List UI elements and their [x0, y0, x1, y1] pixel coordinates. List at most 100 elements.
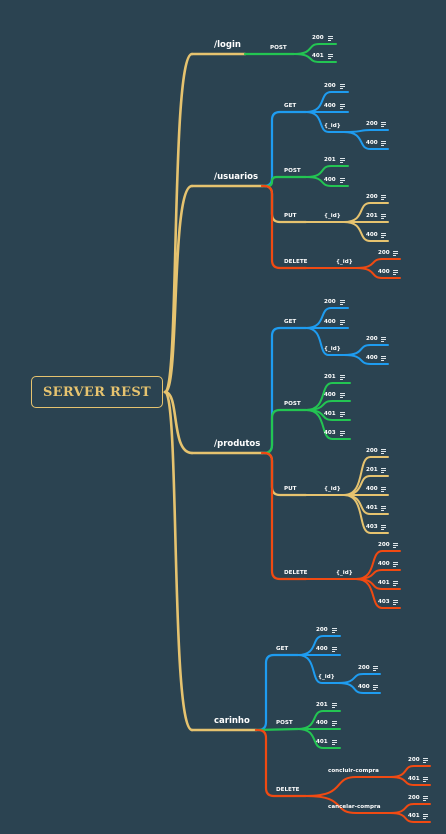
status-code-carinho-post-401[interactable]: 401	[316, 739, 328, 745]
note-icon[interactable]	[328, 54, 335, 59]
method-label-usuarios-get[interactable]: GET	[284, 103, 297, 109]
status-code-produtos-delete-id-401[interactable]: 401	[378, 580, 390, 586]
note-icon[interactable]	[381, 195, 388, 200]
status-code-produtos-delete-id-400[interactable]: 400	[378, 561, 390, 567]
status-code-produtos-get-400[interactable]: 400	[324, 319, 336, 325]
sub-label-usuarios-delete-id[interactable]: {_id}	[336, 259, 353, 265]
note-icon[interactable]	[332, 647, 339, 652]
branch-label-produtos[interactable]: /produtos	[214, 439, 261, 449]
note-icon[interactable]	[381, 525, 388, 530]
note-icon[interactable]	[340, 393, 347, 398]
method-label-produtos-post[interactable]: POST	[284, 401, 301, 407]
status-code-usuarios-put-id-400[interactable]: 400	[366, 232, 378, 238]
status-code-produtos-post-403[interactable]: 403	[324, 430, 336, 436]
status-code-usuarios-put-id-201[interactable]: 201	[366, 213, 378, 219]
note-icon[interactable]	[328, 36, 335, 41]
branch-label-login[interactable]: /login	[214, 40, 241, 50]
note-icon[interactable]	[381, 233, 388, 238]
method-label-usuarios-put[interactable]: PUT	[284, 213, 297, 219]
status-code-produtos-put-id-403[interactable]: 403	[366, 524, 378, 530]
status-code-usuarios-post-400[interactable]: 400	[324, 177, 336, 183]
status-code-produtos-put-id-401[interactable]: 401	[366, 505, 378, 511]
method-label-login-post[interactable]: POST	[270, 45, 287, 51]
note-icon[interactable]	[340, 412, 347, 417]
note-icon[interactable]	[373, 685, 380, 690]
sub-label-produtos-delete-id[interactable]: {_id}	[336, 570, 353, 576]
status-code-carinho-delete-cancelar-compra-200[interactable]: 200	[408, 795, 420, 801]
root-node-server-rest[interactable]: SERVER REST	[31, 376, 163, 408]
note-icon[interactable]	[381, 337, 388, 342]
note-icon[interactable]	[332, 740, 339, 745]
status-code-produtos-delete-id-200[interactable]: 200	[378, 542, 390, 548]
status-code-carinho-get-id-200[interactable]: 200	[358, 665, 370, 671]
status-code-usuarios-get-id-200[interactable]: 200	[366, 121, 378, 127]
status-code-login-post-200[interactable]: 200	[312, 35, 324, 41]
status-code-usuarios-get-200[interactable]: 200	[324, 83, 336, 89]
status-code-produtos-delete-id-403[interactable]: 403	[378, 599, 390, 605]
status-code-carinho-get-200[interactable]: 200	[316, 627, 328, 633]
status-code-produtos-put-id-400[interactable]: 400	[366, 486, 378, 492]
note-icon[interactable]	[340, 375, 347, 380]
note-icon[interactable]	[381, 356, 388, 361]
method-label-usuarios-post[interactable]: POST	[284, 168, 301, 174]
branch-label-carinho[interactable]: carinho	[214, 716, 250, 726]
status-code-usuarios-delete-id-400[interactable]: 400	[378, 269, 390, 275]
note-icon[interactable]	[332, 703, 339, 708]
status-code-produtos-post-201[interactable]: 201	[324, 374, 336, 380]
sub-label-carinho-delete-concluir-compra[interactable]: concluir-compra	[328, 768, 379, 774]
status-code-usuarios-get-400[interactable]: 400	[324, 103, 336, 109]
status-code-usuarios-put-id-200[interactable]: 200	[366, 194, 378, 200]
note-icon[interactable]	[381, 141, 388, 146]
status-code-carinho-post-201[interactable]: 201	[316, 702, 328, 708]
status-code-carinho-get-id-400[interactable]: 400	[358, 684, 370, 690]
note-icon[interactable]	[340, 300, 347, 305]
note-icon[interactable]	[393, 543, 400, 548]
method-label-carinho-delete[interactable]: DELETE	[276, 787, 300, 793]
note-icon[interactable]	[340, 104, 347, 109]
method-label-carinho-post[interactable]: POST	[276, 720, 293, 726]
note-icon[interactable]	[340, 431, 347, 436]
note-icon[interactable]	[423, 758, 430, 763]
note-icon[interactable]	[381, 468, 388, 473]
status-code-produtos-get-id-400[interactable]: 400	[366, 355, 378, 361]
sub-label-produtos-put-id[interactable]: {_id}	[324, 486, 341, 492]
note-icon[interactable]	[393, 270, 400, 275]
note-icon[interactable]	[381, 449, 388, 454]
status-code-usuarios-delete-id-200[interactable]: 200	[378, 250, 390, 256]
note-icon[interactable]	[381, 506, 388, 511]
sub-label-carinho-delete-cancelar-compra[interactable]: cancelar-compra	[328, 804, 381, 810]
branch-label-usuarios[interactable]: /usuarios	[214, 172, 259, 182]
status-code-usuarios-post-201[interactable]: 201	[324, 157, 336, 163]
sub-label-carinho-get-id[interactable]: {_id}	[318, 674, 335, 680]
status-code-carinho-post-400[interactable]: 400	[316, 720, 328, 726]
note-icon[interactable]	[340, 178, 347, 183]
status-code-carinho-delete-cancelar-compra-401[interactable]: 401	[408, 813, 420, 819]
note-icon[interactable]	[332, 721, 339, 726]
status-code-produtos-put-id-200[interactable]: 200	[366, 448, 378, 454]
note-icon[interactable]	[373, 666, 380, 671]
method-label-usuarios-delete[interactable]: DELETE	[284, 259, 308, 265]
status-code-carinho-get-400[interactable]: 400	[316, 646, 328, 652]
note-icon[interactable]	[423, 777, 430, 782]
status-code-produtos-get-id-200[interactable]: 200	[366, 336, 378, 342]
note-icon[interactable]	[393, 600, 400, 605]
note-icon[interactable]	[423, 796, 430, 801]
note-icon[interactable]	[381, 122, 388, 127]
note-icon[interactable]	[381, 487, 388, 492]
note-icon[interactable]	[393, 581, 400, 586]
method-label-carinho-get[interactable]: GET	[276, 646, 289, 652]
status-code-login-post-401[interactable]: 401	[312, 53, 324, 59]
note-icon[interactable]	[340, 158, 347, 163]
note-icon[interactable]	[332, 628, 339, 633]
sub-label-produtos-get-id[interactable]: {_id}	[324, 346, 341, 352]
note-icon[interactable]	[423, 814, 430, 819]
status-code-produtos-post-400[interactable]: 400	[324, 392, 336, 398]
note-icon[interactable]	[393, 251, 400, 256]
status-code-produtos-put-id-201[interactable]: 201	[366, 467, 378, 473]
note-icon[interactable]	[393, 562, 400, 567]
method-label-produtos-delete[interactable]: DELETE	[284, 570, 308, 576]
note-icon[interactable]	[340, 84, 347, 89]
status-code-usuarios-get-id-400[interactable]: 400	[366, 140, 378, 146]
sub-label-usuarios-put-id[interactable]: {_id}	[324, 213, 341, 219]
status-code-carinho-delete-concluir-compra-401[interactable]: 401	[408, 776, 420, 782]
